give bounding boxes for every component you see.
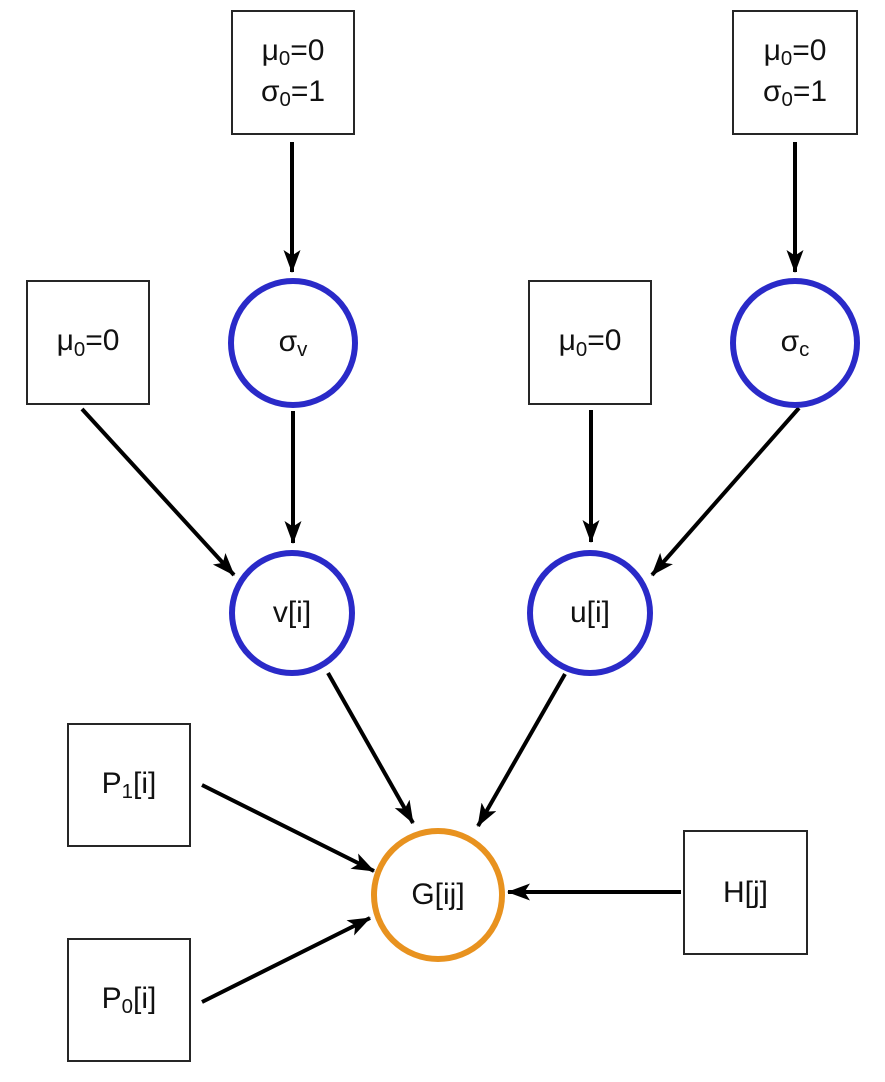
- node-label: H[j]: [723, 875, 768, 909]
- node-sigma-c: σc: [730, 278, 860, 408]
- arrow-sigma-c-to-u: [650, 406, 801, 577]
- node-p1-i: P1[i]: [67, 723, 191, 847]
- node-h-j: H[j]: [683, 830, 808, 955]
- node-label: μ0=0: [56, 324, 120, 361]
- node-label: u[i]: [569, 596, 611, 629]
- arrow-u-to-g: [476, 673, 567, 827]
- node-label: μ0=0: [763, 33, 827, 71]
- node-label: σc: [780, 324, 810, 362]
- node-hyperprior-v: μ0=0 σ0=1: [231, 10, 355, 135]
- node-label: G[ij]: [411, 878, 465, 911]
- node-sigma-v: σv: [228, 278, 358, 408]
- node-hyperprior-c: μ0=0 σ0=1: [732, 10, 858, 135]
- node-label: σ0=1: [762, 74, 828, 112]
- arrow-p1-to-g: [201, 783, 375, 873]
- node-label: v[i]: [272, 596, 312, 629]
- arrow-mu-v-to-v: [80, 407, 236, 577]
- arrow-v-to-g: [326, 672, 415, 824]
- node-p0-i: P0[i]: [67, 938, 191, 1062]
- node-mu-v: μ0=0: [26, 280, 150, 405]
- node-v-i: v[i]: [229, 550, 355, 676]
- arrow-p0-to-g: [201, 916, 371, 1004]
- node-label: P1[i]: [101, 766, 157, 804]
- node-g-ij: G[ij]: [371, 828, 505, 962]
- node-label: σv: [278, 324, 308, 362]
- node-label: σ0=1: [260, 74, 326, 112]
- node-label: μ0=0: [261, 33, 325, 71]
- node-mu-u: μ0=0: [528, 280, 652, 405]
- node-label: P0[i]: [101, 981, 157, 1019]
- node-label: μ0=0: [558, 324, 622, 361]
- node-u-i: u[i]: [527, 550, 653, 676]
